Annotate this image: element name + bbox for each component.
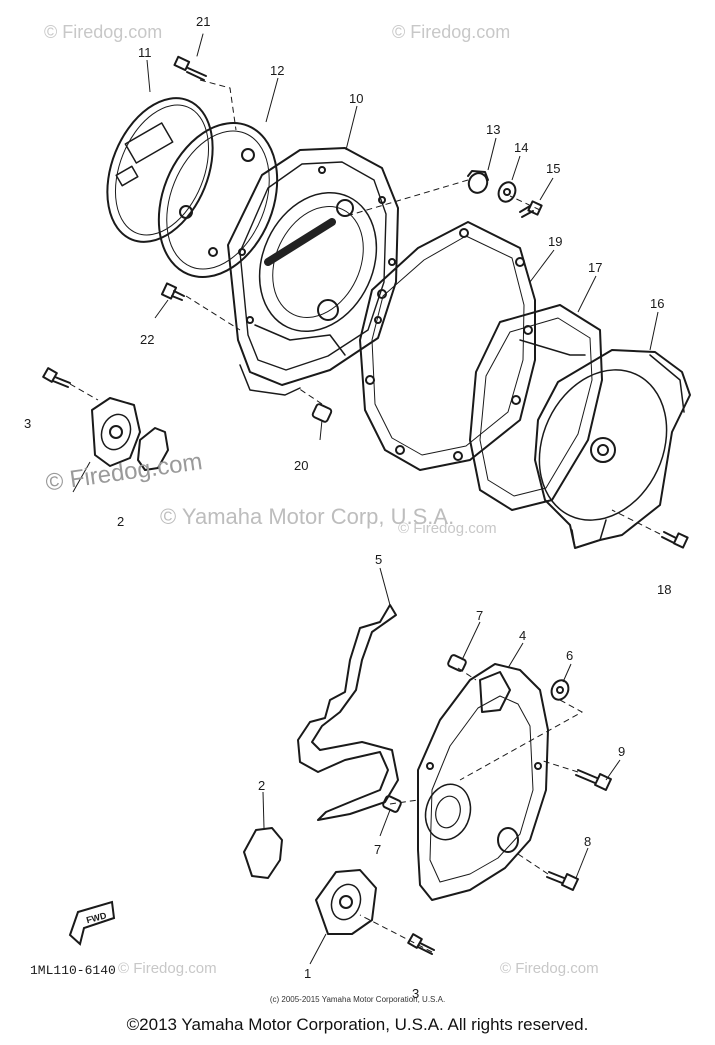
part-2-gasket-lower (243, 827, 283, 879)
label-part-3-upper: 3 (24, 416, 31, 431)
part-6-grommet (550, 679, 570, 701)
fwd-arrow-icon: FWD (68, 900, 116, 946)
diagram-code: 1ML110-6140 (30, 963, 116, 978)
label-part-11: 11 (138, 45, 152, 60)
part-7-dowel-upper (447, 654, 467, 672)
label-part-7-lower: 7 (374, 842, 381, 857)
watermark-bottom-right: © Firedog.com (500, 960, 599, 977)
label-part-3-lower: 3 (412, 986, 419, 1001)
label-part-4: 4 (519, 628, 526, 643)
label-part-6: 6 (566, 648, 573, 663)
watermark-top-right: © Firedog.com (392, 22, 511, 42)
watermark-bottom-left: © Firedog.com (118, 960, 217, 977)
part-7-dowel-lower (382, 795, 402, 813)
label-part-20: 20 (294, 458, 308, 473)
label-part-1-lower: 1 (304, 966, 311, 981)
watermark-yamaha: © Yamaha Motor Corp, U.S.A. (160, 504, 455, 529)
label-part-21: 21 (196, 14, 210, 29)
part-20-dowel (311, 403, 333, 423)
part-14-washer (497, 181, 517, 203)
label-part-7-upper: 7 (476, 608, 483, 623)
label-part-15: 15 (546, 161, 560, 176)
part-4-sprocket-cover (417, 663, 549, 901)
part-19-gasket (359, 221, 536, 471)
part-1-housing-upper (91, 397, 141, 467)
part-12-gasket (157, 122, 279, 278)
part-8-bolt (546, 871, 579, 891)
label-part-16: 16 (650, 296, 664, 311)
part-9-bolt (575, 769, 612, 791)
watermark-middle-right: © Firedog.com (398, 520, 497, 537)
label-part-18: 18 (657, 582, 671, 597)
label-part-10: 10 (349, 91, 363, 106)
part-17-gasket (469, 304, 603, 511)
part-21-bolt (173, 33, 207, 81)
part-22-bolt (160, 282, 185, 301)
part-16-generator-cover (534, 349, 691, 549)
label-part-13: 13 (486, 122, 500, 137)
label-part-8: 8 (584, 834, 591, 849)
label-part-12: 12 (270, 63, 284, 78)
part-1-housing-lower (315, 869, 377, 935)
part-11-cover-plate (106, 97, 214, 243)
assembly-lines (69, 79, 661, 953)
label-part-14: 14 (514, 140, 528, 155)
part-3-screw-lower (407, 933, 435, 955)
label-part-2-lower: 2 (258, 778, 265, 793)
part-2-gasket-upper (137, 427, 169, 471)
label-part-17: 17 (588, 260, 602, 275)
part-5-gasket (297, 604, 399, 821)
leader-lines (72, 59, 659, 965)
watermark-top-left: © Firedog.com (44, 22, 163, 42)
inner-copyright: (c) 2005-2015 Yamaha Motor Corporation, … (269, 995, 446, 1004)
label-part-2-upper: 2 (117, 514, 124, 529)
footer-copyright: ©2013 Yamaha Motor Corporation, U.S.A. A… (126, 1015, 589, 1034)
label-part-19: 19 (548, 234, 562, 249)
part-13-nut (467, 170, 489, 194)
label-part-9: 9 (618, 744, 625, 759)
label-part-22: 22 (140, 332, 154, 347)
part-3-screw-upper (42, 367, 71, 388)
label-part-5: 5 (375, 552, 382, 567)
part-18-bolt (661, 531, 689, 549)
part-10-crankcase-cover (227, 147, 399, 396)
